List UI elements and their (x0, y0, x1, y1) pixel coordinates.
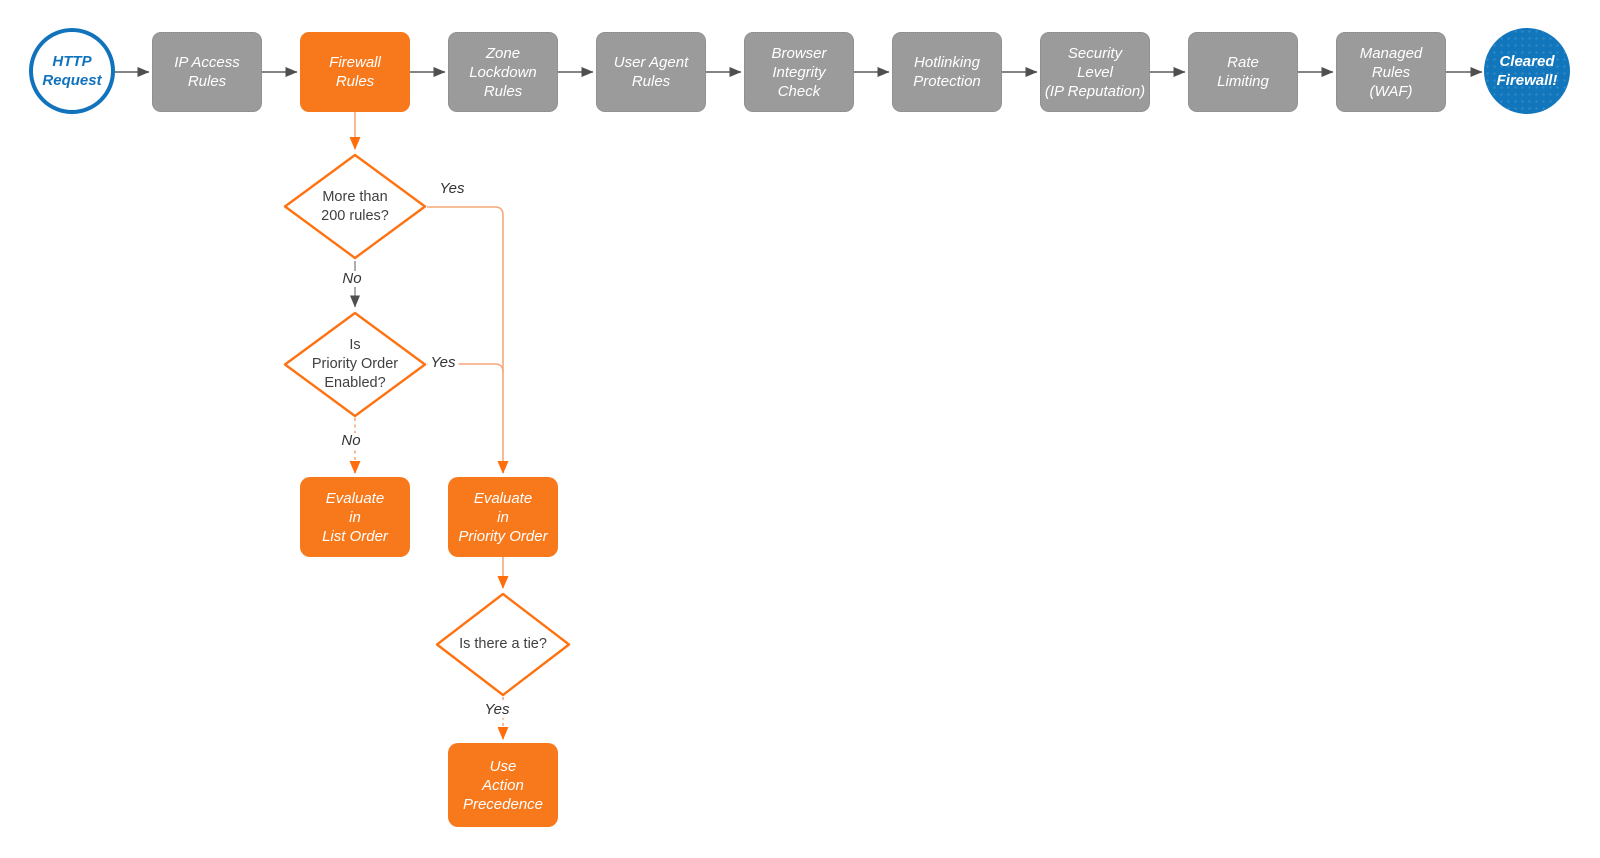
edge-label-d2-no: No (338, 433, 364, 449)
edge-d1-yes (427, 206, 509, 474)
step-browser-integrity-check: Browser Integrity Check (744, 32, 854, 112)
action-evaluate-in-priority-order: Evaluate in Priority Order (448, 477, 558, 557)
start-node-http-request: HTTP Request (29, 28, 115, 114)
edge-d2-yes (427, 363, 504, 373)
diamond-shape (283, 153, 427, 260)
diamond-shape (283, 311, 427, 418)
step-hotlinking-protection: Hotlinking Protection (892, 32, 1002, 112)
step-ip-access-rules: IP Access Rules (152, 32, 262, 112)
step-user-agent-rules: User Agent Rules (596, 32, 706, 112)
decision-is-there-a-tie: Is there a tie? (435, 592, 571, 697)
step-zone-lockdown-rules: Zone Lockdown Rules (448, 32, 558, 112)
edge-label-d3-yes: Yes (481, 702, 513, 718)
decision-question: More than 200 rules? (321, 188, 389, 224)
diamond-shape (435, 592, 571, 697)
end-node-cleared-firewall: Cleared Firewall! (1484, 28, 1570, 114)
decision-priority-order-enabled: Is Priority Order Enabled? (283, 311, 427, 418)
step-firewall-rules: Firewall Rules (300, 32, 410, 112)
decision-question: Is there a tie? (459, 636, 547, 652)
decision-more-than-200-rules: More than 200 rules? (283, 153, 427, 260)
action-evaluate-in-list-order: Evaluate in List Order (300, 477, 410, 557)
step-rate-limiting: Rate Limiting (1188, 32, 1298, 112)
action-use-action-precedence: Use Action Precedence (448, 743, 558, 827)
step-managed-rules-waf: Managed Rules (WAF) (1336, 32, 1446, 112)
edge-label-d1-yes: Yes (436, 181, 468, 197)
decision-question: Is Priority Order Enabled? (311, 337, 399, 391)
edge-label-d1-no: No (339, 271, 365, 287)
edge-label-d2-yes: Yes (427, 355, 459, 371)
step-security-level: Security Level (IP Reputation) (1040, 32, 1150, 112)
